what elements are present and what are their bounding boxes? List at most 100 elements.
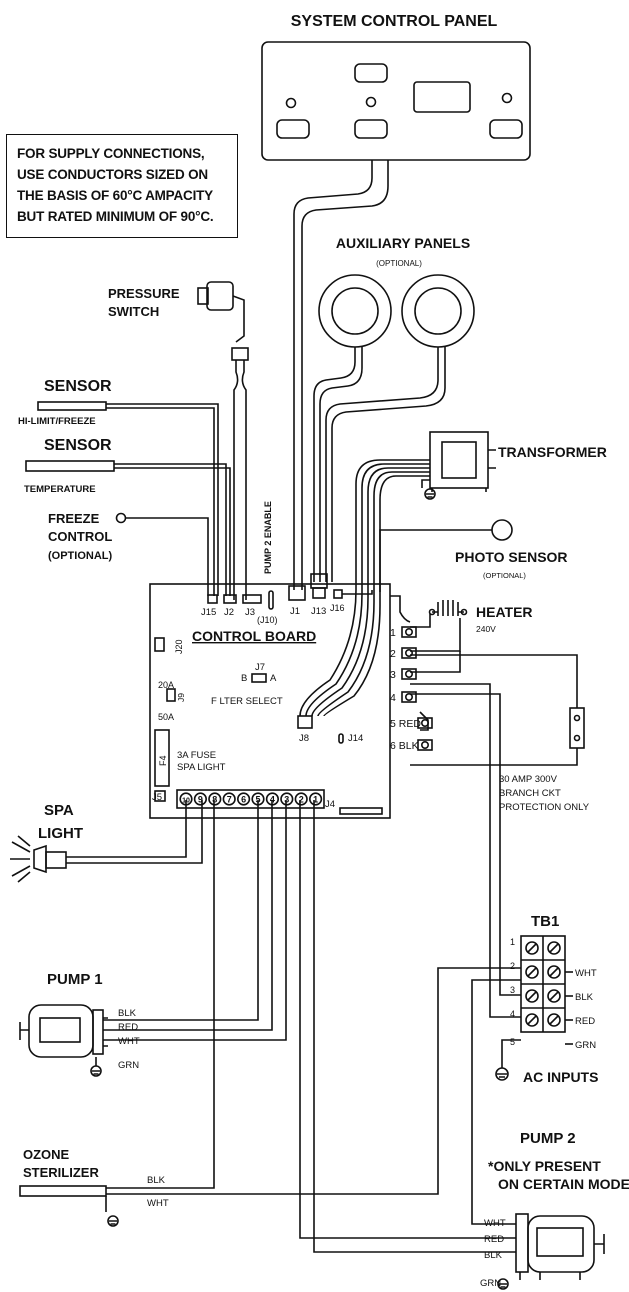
j16-connector — [333, 589, 343, 599]
hi-limit-wire — [106, 407, 215, 596]
hi-limit-wire — [106, 403, 219, 596]
spa-light-label: SPA — [44, 802, 74, 819]
panel-led — [501, 92, 513, 104]
sensor-hilimit-label: HI-LIMIT/FREEZE — [18, 416, 96, 427]
j2-connector — [223, 594, 237, 604]
heater-wire — [390, 595, 411, 623]
pressure-switch-bracket — [232, 295, 245, 343]
heater-label: HEATER — [476, 604, 533, 620]
tb1-wire-label: RED — [575, 1016, 595, 1027]
heater-terminal-tab — [401, 691, 417, 703]
heater-terminal-label: 6 BLK — [390, 740, 419, 752]
freeze-control-wire — [126, 517, 209, 596]
freeze-control-label-2: CONTROL — [48, 529, 112, 544]
pump1-ground-icon — [90, 1065, 102, 1077]
aux-cable — [313, 347, 356, 582]
fuse-holder — [154, 729, 170, 787]
ozone-blk-wire — [106, 800, 215, 1189]
pump2-wht-label: WHT — [484, 1218, 506, 1229]
j1-label: J1 — [290, 606, 300, 617]
branch-breaker — [569, 707, 585, 749]
tb1-screw — [525, 941, 539, 955]
j1-connector — [288, 585, 306, 601]
tb1-screw — [547, 965, 561, 979]
heater-terminal-label: 5 RED — [390, 718, 421, 730]
pump1-red-label: RED — [118, 1022, 138, 1033]
pump2-grn-label: GRN — [480, 1278, 501, 1289]
pump2-red-wire — [299, 800, 516, 1239]
tb1-blk-wire — [410, 693, 521, 996]
auxiliary-panels-title: AUXILIARY PANELS — [336, 235, 470, 251]
pressure-switch-label-2: SWITCH — [108, 304, 159, 319]
j4-pin-label: 2 — [299, 795, 304, 805]
tb1-row-number: 2 — [510, 961, 515, 971]
j5-connector — [154, 790, 166, 802]
aux-cable — [325, 347, 439, 582]
pump2-blk-wire — [313, 800, 516, 1253]
temperature-sensor — [25, 460, 115, 472]
hi-limit-sensor — [37, 401, 107, 411]
pressure-switch — [206, 281, 234, 311]
heater-terminal-tab — [417, 739, 433, 751]
panel-button — [276, 119, 310, 139]
sensor-hilimit-title: SENSOR — [44, 378, 112, 395]
heater-wire — [410, 614, 431, 628]
auxiliary-optional-label: (OPTIONAL) — [376, 259, 422, 268]
tb1-row-number: 1 — [510, 937, 515, 947]
j9-label: J9 — [176, 693, 186, 702]
heater-terminal-label: 1 — [390, 627, 396, 639]
panel-cable — [293, 160, 373, 590]
pump1-wht-label: WHT — [118, 1036, 140, 1047]
j20-label: J20 — [174, 639, 184, 654]
tb1-screw-slot — [549, 943, 559, 953]
j4-pin-label: 8 — [212, 795, 217, 805]
tb1-screw — [525, 1013, 539, 1027]
j4-bar — [339, 807, 383, 815]
tb1-screw-slot — [549, 991, 559, 1001]
tb1-wire-label: GRN — [575, 1040, 596, 1051]
j4-pin-label: 9 — [198, 795, 203, 805]
j16-label: J16 — [330, 603, 345, 613]
photo-sensor — [491, 519, 513, 541]
transformer-ground-icon — [424, 488, 436, 500]
ozone-ground-icon — [107, 1215, 119, 1227]
j7-b-label: B — [241, 673, 247, 684]
j4-pin-circle — [237, 792, 251, 806]
breaker-contact — [573, 714, 581, 722]
transformer-ground-wire — [421, 479, 430, 488]
pump2-wht-wire — [471, 979, 521, 1225]
pump2-note-2: ON CERTAIN MODELS — [498, 1176, 629, 1192]
tb1-row-number: 5 — [510, 1037, 515, 1047]
j14-label: J14 — [348, 733, 363, 744]
j2-label: J2 — [224, 607, 234, 618]
panel-button — [489, 119, 523, 139]
system-control-panel — [261, 41, 531, 161]
j7-jumper — [251, 673, 267, 683]
heater-terminal-screw — [404, 648, 413, 657]
breaker-wire — [410, 654, 578, 708]
auxiliary-panel-right — [401, 274, 475, 348]
j15-label: J15 — [201, 607, 216, 618]
j20-connector — [154, 637, 165, 652]
pump2-red-label: RED — [484, 1234, 504, 1245]
j4-terminal-strip — [176, 789, 325, 809]
pump2-blk-label: BLK — [484, 1250, 503, 1261]
fuse-label: 3A FUSE — [177, 750, 216, 761]
supply-note-line: BUT RATED MINIMUM OF 90°C. — [17, 209, 214, 224]
sensor-temperature-title: SENSOR — [44, 437, 112, 454]
pump1-wht-wire — [103, 800, 287, 1041]
tb1-ground-icon — [495, 1067, 509, 1081]
j10-label: (J10) — [257, 615, 278, 625]
tb1-screw — [525, 989, 539, 1003]
j7-a-label: A — [270, 673, 277, 684]
tb1-screw — [547, 941, 561, 955]
fuse-label-2: SPA LIGHT — [177, 762, 226, 773]
temperature-wire — [114, 467, 231, 596]
pressure-switch-wire — [241, 360, 247, 600]
ozone-label-2: STERILIZER — [23, 1165, 99, 1180]
heater-terminal-screw — [404, 669, 413, 678]
j4-pin-label: 5 — [255, 795, 260, 805]
j4-pin-label: 3 — [284, 795, 289, 805]
panel-led — [285, 97, 297, 109]
